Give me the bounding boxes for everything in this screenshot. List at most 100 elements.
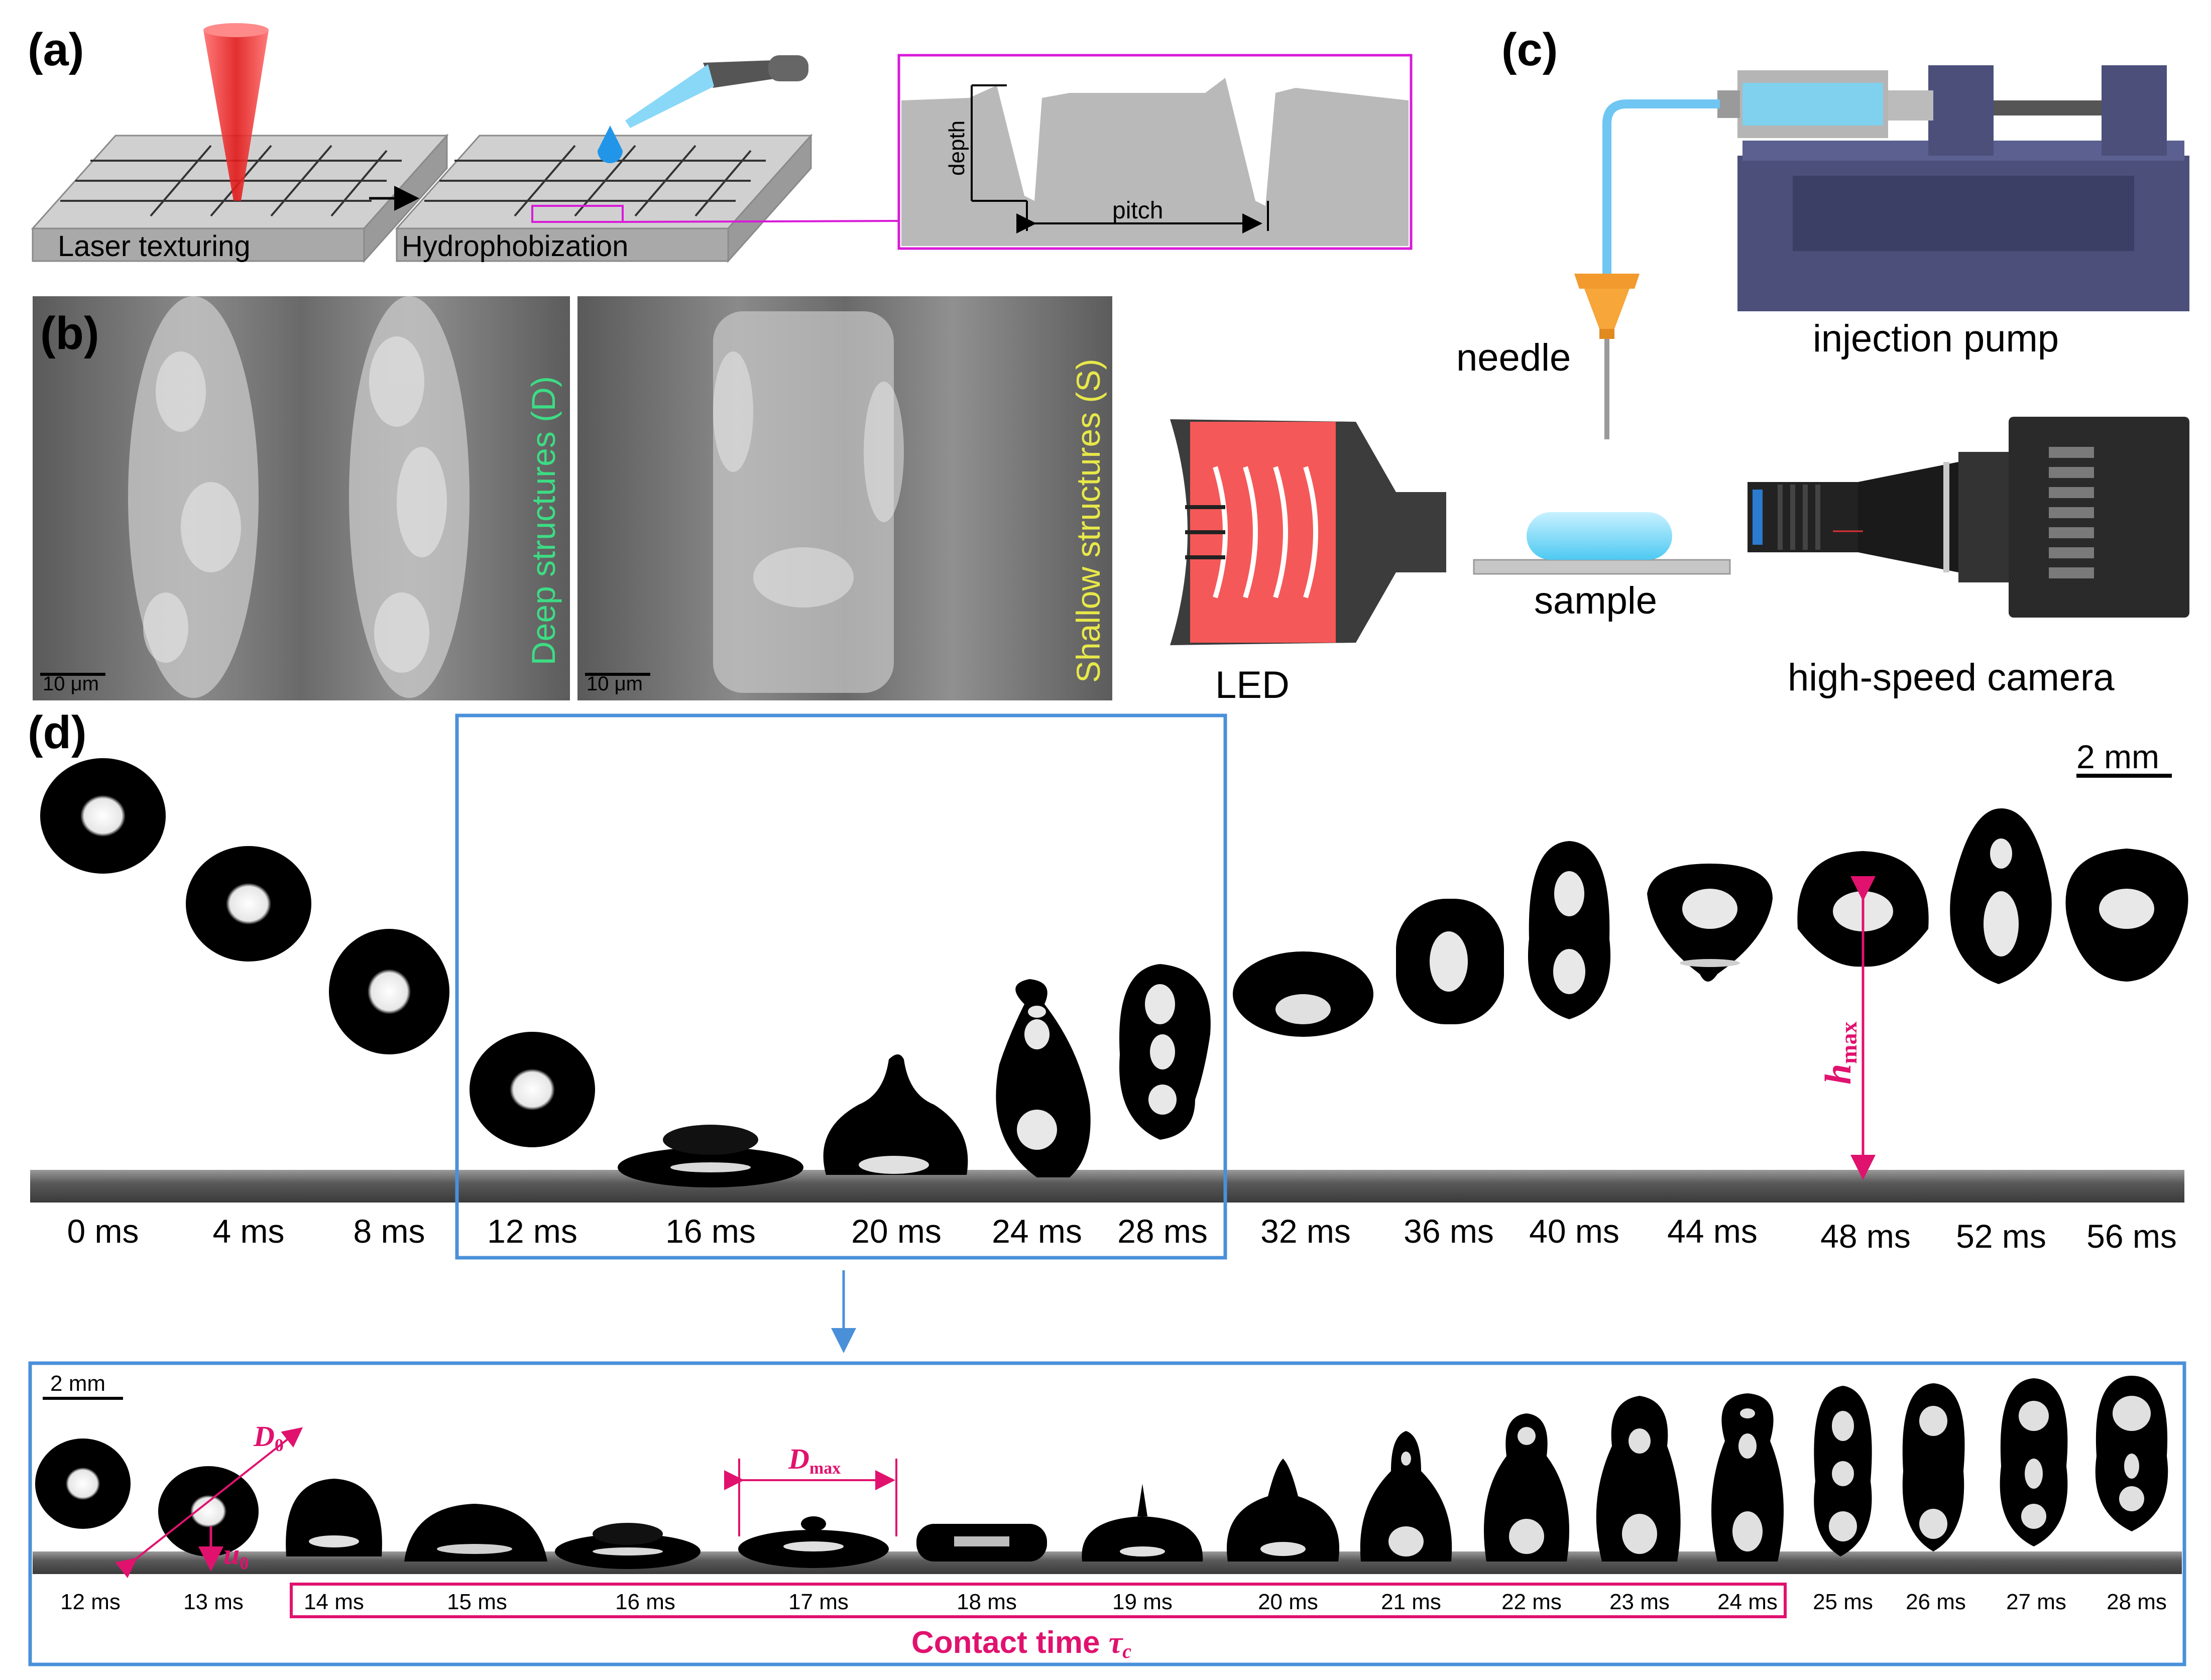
zoom-time-label: 23 ms [1609,1590,1670,1614]
zoom-time-label: 20 ms [1258,1590,1318,1614]
zoom-droplet-27ms [2000,1378,2068,1546]
contact-time-sub: c [1122,1640,1131,1662]
contact-time-label: Contact time τc [911,1625,1131,1662]
zoom-time-label: 22 ms [1501,1590,1562,1614]
inset-depth-label: depth [945,121,969,176]
hmax-sub: max [1836,1022,1861,1064]
d0-label: D0 [253,1420,284,1455]
high-speed-camera-icon [1748,417,2189,618]
scale-bar-right-label: 10 μm [587,673,643,695]
contact-time-symbol: τ [1109,1626,1124,1660]
needle-icon [1574,274,1640,439]
zoom-time-labels: 12 ms 13 ms 14 ms 15 ms 16 ms 17 ms 18 m… [60,1590,2167,1614]
zoom-time-label: 27 ms [2006,1590,2066,1614]
zoom-droplet-28ms [2095,1376,2168,1531]
droplet-16ms [618,1125,803,1187]
time-label: 52 ms [1956,1218,2046,1255]
droplet-52ms [1950,808,2052,984]
droplet-4ms [186,846,311,962]
sem-image-shallow [577,296,1112,700]
droplet-40ms [1528,841,1611,1019]
zoom-panel-frame [28,1361,2186,1666]
zoom-time-label: 12 ms [60,1590,121,1614]
droplet-8ms [329,929,449,1054]
dmax-letter: D [788,1443,809,1475]
laser-beam [203,30,269,201]
shallow-structures-label: Shallow structures (S) [1070,358,1107,683]
inset-pitch-label: pitch [1112,197,1163,224]
zoom-droplet-25ms [1814,1386,1872,1556]
zoom-time-label: 26 ms [1906,1590,1966,1614]
surface-strip-top [30,1170,2184,1203]
zoom-droplet-18ms [916,1524,1047,1562]
zoom-time-label: 21 ms [1381,1590,1441,1614]
droplet-24ms [996,979,1091,1177]
laser-texturing-plate [31,23,449,263]
time-label: 4 ms [212,1213,284,1250]
time-label: 48 ms [1820,1218,1911,1255]
time-label: 16 ms [665,1213,756,1250]
top-time-labels: 0 ms 4 ms 8 ms 12 ms 16 ms 20 ms 24 ms 2… [67,1213,2176,1255]
sem-image-deep [33,296,570,700]
zoom-time-label: 28 ms [2107,1590,2167,1614]
zoom-time-label: 13 ms [183,1590,244,1614]
dropper-icon [598,55,808,163]
zoom-droplet-24ms [1711,1393,1784,1562]
droplet-0ms [40,758,166,874]
zoom-droplet-26ms [1902,1383,1965,1551]
contact-time-box [290,1583,1787,1618]
time-label: 32 ms [1260,1213,1351,1250]
droplet-12ms [470,1032,595,1147]
tube [1602,99,1720,281]
zoom-droplet-17ms [738,1516,889,1568]
scale-bar-zoom-label: 2 mm [50,1371,105,1396]
zoom-droplet-19ms [1082,1484,1203,1562]
needle-label: needle [1456,336,1571,379]
u0-letter: u [223,1538,240,1571]
cross-section-inset [897,54,1413,250]
zoom-time-label: 18 ms [957,1590,1017,1614]
zoom-droplet-15ms [404,1504,547,1562]
panel-label-a: (a) [28,24,84,75]
led-icon [1170,419,1446,645]
zoom-droplet-22ms [1484,1413,1569,1562]
time-label: 12 ms [487,1213,577,1250]
contact-time-text: Contact time [911,1625,1109,1660]
d0-letter: D [253,1420,275,1453]
droplet-32ms [1233,951,1373,1037]
time-label: 44 ms [1667,1213,1758,1250]
zoom-time-label: 14 ms [304,1590,364,1614]
time-label: 24 ms [992,1213,1082,1250]
zoom-time-label: 24 ms [1717,1590,1778,1614]
zoom-region-box [455,713,1227,1260]
led-label: LED [1215,664,1290,706]
injection-pump-icon [1717,65,2189,311]
zoom-time-label: 15 ms [447,1590,507,1614]
dmax-label: Dmax [788,1443,841,1478]
scale-bar-left-label: 10 μm [43,673,99,695]
u0-label: u0 [223,1538,249,1573]
zoom-time-label: 17 ms [788,1590,849,1614]
time-label: 28 ms [1117,1213,1208,1250]
zoom-time-label: 19 ms [1112,1590,1173,1614]
time-label: 56 ms [2086,1218,2177,1255]
high-speed-camera-label: high-speed camera [1788,656,2115,699]
droplet-20ms [823,1054,968,1175]
hmax-letter: h [1818,1064,1859,1085]
zoom-droplet-12ms [35,1438,131,1529]
panel-label-d: (d) [28,707,86,758]
hmax-label: hmax [1818,1022,1861,1085]
zoom-droplet-13ms [158,1466,259,1556]
u0-sub: 0 [240,1553,249,1573]
time-label: 0 ms [67,1213,139,1250]
injection-pump-label: injection pump [1813,317,2059,360]
sample-icon [1473,512,1731,575]
laser-texturing-label: Laser texturing [58,230,251,263]
d0-arrow [115,1427,303,1578]
deep-structures-label: Deep structures (D) [525,376,562,665]
zoom-droplet-23ms [1596,1396,1681,1562]
droplet-56ms [2065,849,2188,982]
scale-bar-top-label: 2 mm [2076,738,2159,775]
zoom-droplet-21ms [1360,1431,1452,1562]
